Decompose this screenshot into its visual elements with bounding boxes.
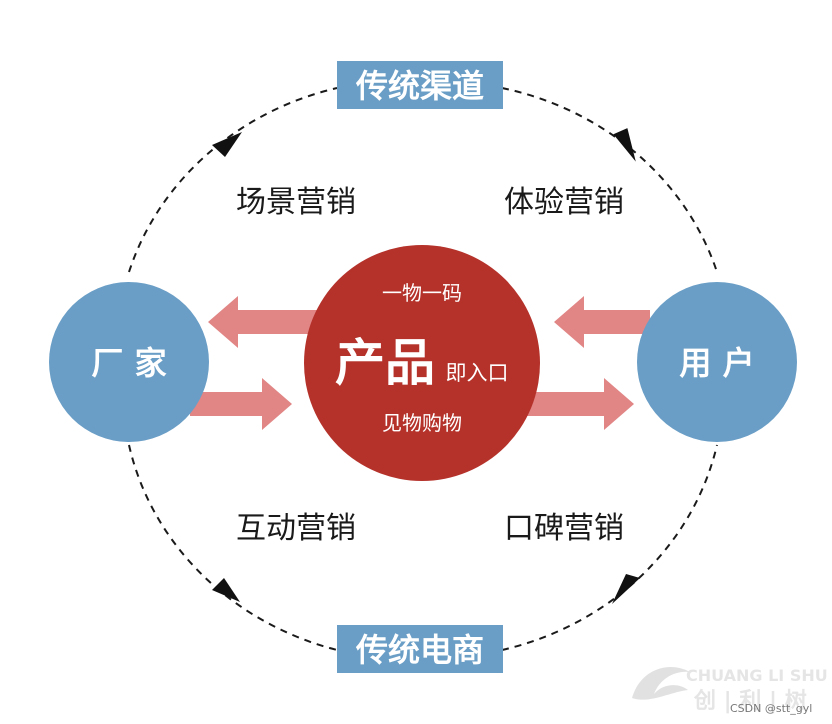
center-main-text: 产品 bbox=[335, 334, 435, 392]
watermark-credit: CSDN @stt_gyl bbox=[730, 702, 812, 715]
cycle-arrowhead-bottom-right bbox=[612, 574, 640, 604]
watermark-brand-cn: 创 | 利 | 树 bbox=[693, 688, 807, 714]
user-node bbox=[637, 282, 797, 442]
quadrant-label-top-right: 体验营销 bbox=[504, 185, 624, 220]
bottom-channel-label: 传统电商 bbox=[355, 631, 484, 669]
arrow-manufacturer-to-center bbox=[190, 378, 292, 430]
watermark-brand-en: CHUANG LI SHU bbox=[686, 666, 828, 685]
dashed-cycle-arc-top-right bbox=[501, 87, 718, 273]
top-channel-label: 传统渠道 bbox=[355, 67, 484, 105]
product-center-node bbox=[304, 245, 540, 481]
watermark: CHUANG LI SHU 创 | 利 | 树 bbox=[632, 666, 828, 714]
user-label: 用 户 bbox=[679, 344, 754, 382]
arrow-user-to-center bbox=[554, 296, 650, 348]
quadrant-label-top-left: 场景营销 bbox=[236, 185, 356, 220]
quadrant-label-bottom-left: 互动营销 bbox=[236, 511, 356, 546]
dashed-cycle-arc-bottom-left bbox=[128, 444, 338, 651]
center-line3: 见物购物 bbox=[382, 411, 462, 435]
bottom-channel-box bbox=[337, 625, 503, 673]
center-suffix-text: 即入口 bbox=[446, 361, 509, 385]
dashed-cycle-arc-top-left bbox=[128, 87, 338, 273]
arrow-center-to-manufacturer bbox=[208, 296, 318, 348]
cycle-arrowhead-bottom-left bbox=[212, 578, 240, 602]
cycle-arrowhead-top-left bbox=[212, 132, 242, 157]
watermark-logo-icon bbox=[632, 667, 690, 700]
manufacturer-node bbox=[49, 282, 209, 442]
manufacturer-label: 厂 家 bbox=[91, 344, 166, 382]
quadrant-label-bottom-right: 口碑营销 bbox=[504, 511, 624, 546]
arrow-center-to-user bbox=[520, 378, 634, 430]
top-channel-box bbox=[337, 61, 503, 109]
cycle-arrowhead-top-right bbox=[613, 128, 636, 162]
dashed-cycle-arc-bottom-right bbox=[501, 444, 718, 651]
center-line1: 一物一码 bbox=[382, 281, 462, 305]
